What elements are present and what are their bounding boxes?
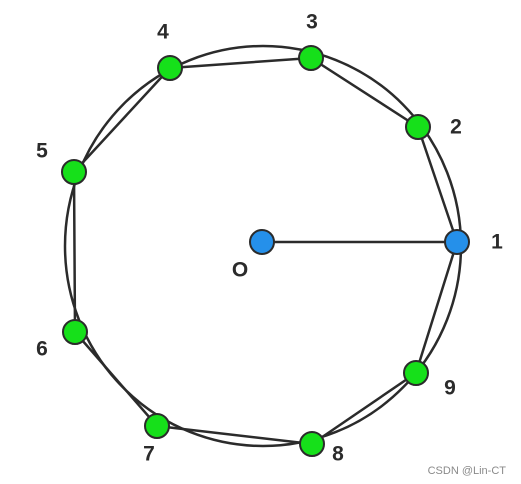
point-label-4: 4 [157,21,169,44]
point-label-9: 9 [444,377,456,400]
point-node-4 [157,55,183,81]
point-label-6: 6 [36,338,48,361]
point-node-5 [61,159,87,185]
center-label: O [232,259,248,282]
point-node-3 [298,45,324,71]
point-label-2: 2 [450,116,462,139]
point-node-9 [403,360,429,386]
point-node-1 [444,229,470,255]
point-label-1: 1 [491,231,503,254]
point-label-8: 8 [332,443,344,466]
point-label-7: 7 [143,443,155,466]
inner-polygon [72,56,459,446]
point-node-6 [62,319,88,345]
point-node-2 [405,114,431,140]
point-label-3: 3 [306,11,318,34]
point-label-5: 5 [36,140,48,163]
watermark-text: CSDN @Lin-CT [428,465,507,477]
point-node-7 [144,413,170,439]
point-node-8 [299,431,325,457]
center-node [249,229,275,255]
point-nodes: 1 2 3 4 5 6 7 8 9 [36,11,503,466]
